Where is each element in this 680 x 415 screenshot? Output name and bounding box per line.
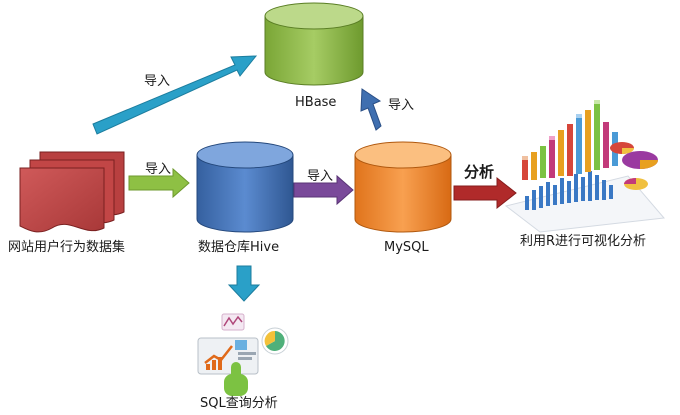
source-label: 网站用户行为数据集	[8, 240, 126, 255]
3d-bar-chart-icon	[504, 100, 665, 233]
analytics-dashboard-icon	[197, 313, 289, 396]
mysql-cylinder	[354, 141, 452, 233]
hbase-label: HBase	[295, 95, 337, 110]
mysql-label: MySQL	[384, 240, 429, 255]
arrow-mysql-to-r	[453, 176, 517, 210]
warehouse-label: 数据仓库Hive	[198, 240, 280, 255]
edge-label-source-to-hive: 导入	[145, 162, 172, 177]
arrow-source-to-hbase	[92, 55, 258, 135]
edge-label-mysql-to-hbase: 导入	[388, 98, 415, 113]
arrow-source-to-hive	[128, 167, 190, 199]
sql-analysis-label: SQL查询分析	[200, 396, 278, 411]
edge-label-hive-to-mysql: 导入	[307, 169, 334, 184]
arrow-hive-to-mysql	[293, 174, 354, 206]
arrow-mysql-to-hbase	[360, 88, 382, 131]
edge-label-mysql-to-r: 分析	[464, 163, 495, 181]
hive-cylinder	[196, 141, 294, 233]
edge-label-source-to-hbase: 导入	[144, 74, 171, 89]
hbase-cylinder	[264, 2, 364, 86]
document-stack-icon	[19, 151, 125, 233]
r-visualization-label: 利用R进行可视化分析	[520, 234, 647, 249]
arrow-hive-to-sql	[227, 265, 261, 302]
